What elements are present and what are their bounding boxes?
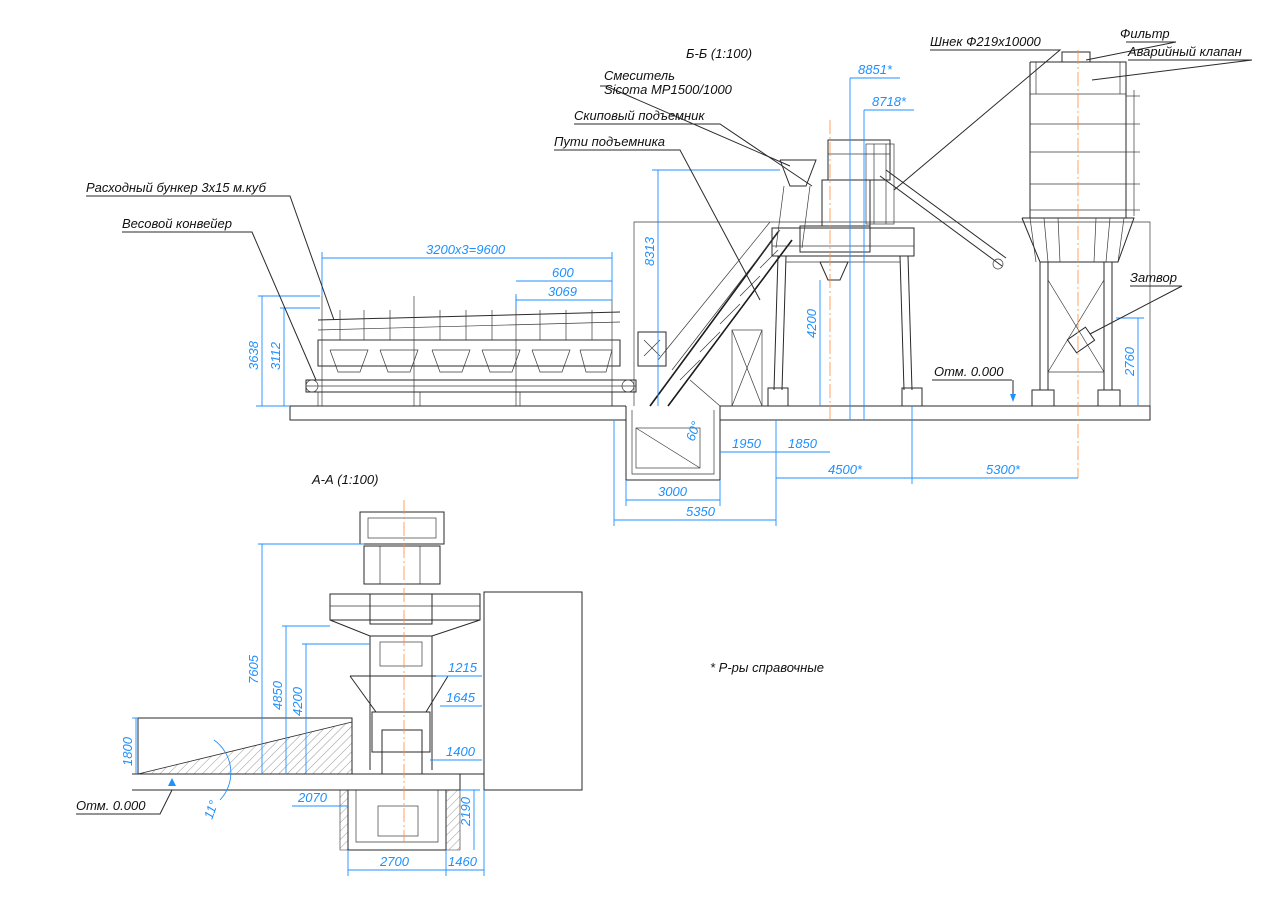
- dim-1460: 1460: [448, 854, 478, 869]
- weigh-conveyor-label: Весовой конвейер: [122, 216, 232, 231]
- skip-lift: [637, 221, 793, 407]
- front-tower: [329, 500, 481, 842]
- side-view: [86, 41, 1253, 526]
- dim-1800: 1800: [120, 736, 135, 766]
- dim-2760: 2760: [1122, 346, 1137, 377]
- dim-60-angle: 60°: [683, 419, 704, 443]
- dim-1950: 1950: [732, 436, 762, 451]
- dim-7605: 7605: [246, 654, 261, 684]
- front-view-title: А-А (1:100): [311, 472, 378, 487]
- dim-2700: 2700: [379, 854, 410, 869]
- dim-8718: 8718*: [872, 94, 907, 109]
- dim-2190: 2190: [458, 796, 473, 827]
- screw-label: Шнек Ф219х10000: [930, 34, 1042, 49]
- filter-label: Фильтр: [1120, 26, 1170, 41]
- drawing-text: Б-Б (1:100) А-А (1:100) Смеситель Sicoma…: [76, 26, 1242, 869]
- dim-3638: 3638: [246, 340, 261, 370]
- dim-8851: 8851*: [858, 62, 893, 77]
- mixer-label-line1: Смеситель: [604, 68, 675, 83]
- dim-4850: 4850: [270, 680, 285, 710]
- dim-8313: 8313: [642, 236, 657, 266]
- dim-3069: 3069: [548, 284, 577, 299]
- dim-5350: 5350: [686, 504, 716, 519]
- level-side-label: Отм. 0.000: [934, 364, 1004, 379]
- cement-silo: [1021, 50, 1140, 478]
- dim-1400: 1400: [446, 744, 476, 759]
- front-dimension-lines: [76, 543, 485, 876]
- side-dimension-lines: [86, 41, 1253, 526]
- dim-2070: 2070: [297, 790, 328, 805]
- dim-4200-side: 4200: [804, 308, 819, 338]
- dim-11-angle: 11°: [201, 798, 221, 821]
- front-view: [76, 500, 583, 876]
- gate-label: Затвор: [1130, 270, 1177, 285]
- dim-1215: 1215: [448, 660, 478, 675]
- hopper-label: Расходный бункер 3х15 м.куб: [86, 180, 267, 195]
- lift-rails-label: Пути подъемника: [554, 134, 665, 149]
- skip-lift-label: Скиповый подъемник: [574, 108, 705, 123]
- dim-4500: 4500*: [828, 462, 863, 477]
- dim-5300: 5300*: [986, 462, 1021, 477]
- dim-1645: 1645: [446, 690, 476, 705]
- dim-600: 600: [552, 265, 574, 280]
- aggregate-hopper: [305, 296, 637, 406]
- mixer-tower: [767, 139, 1007, 407]
- emergency-valve-label: Аварийный клапан: [1127, 44, 1242, 59]
- level-front-label: Отм. 0.000: [76, 798, 146, 813]
- dim-3200x3: 3200х3=9600: [426, 242, 506, 257]
- reference-note: * Р-ры справочные: [710, 660, 824, 675]
- dim-4200-front: 4200: [290, 686, 305, 716]
- dim-3112: 3112: [268, 341, 283, 370]
- dim-1850: 1850: [788, 436, 818, 451]
- mixer-label-line2: Sicoma MP1500/1000: [604, 82, 733, 97]
- side-view-title: Б-Б (1:100): [686, 46, 752, 61]
- dim-3000: 3000: [658, 484, 688, 499]
